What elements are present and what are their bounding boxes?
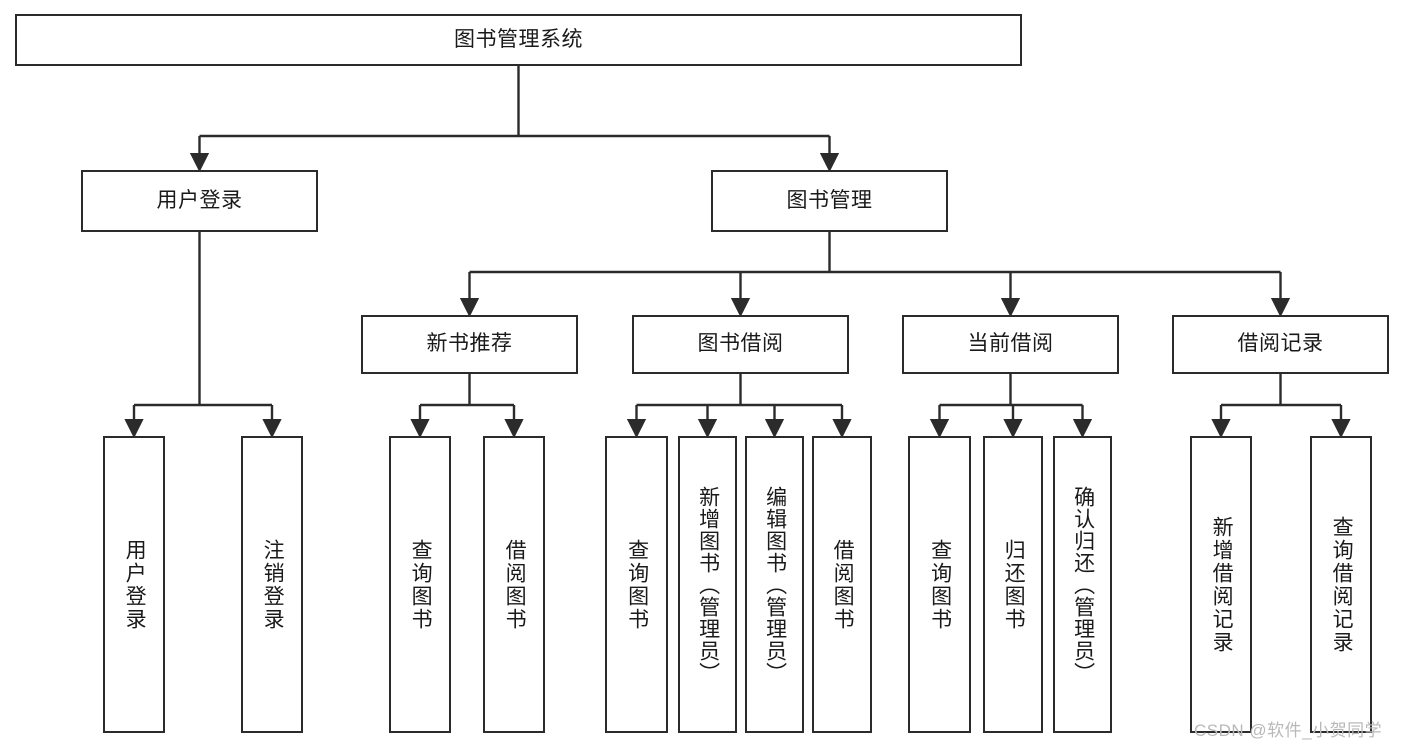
node-leaf-user-login[interactable]: 用户登录 <box>103 436 165 733</box>
node-label: 图书管理 <box>786 188 873 212</box>
node-label: 查询图书 <box>409 538 433 631</box>
node-leaf-return-book[interactable]: 归还图书 <box>983 436 1043 733</box>
node-leaf-query-book-3[interactable]: 查询图书 <box>908 436 971 733</box>
node-label: 查询图书 <box>928 538 952 631</box>
csdn-watermark: CSDN @软件_小贺同学 <box>1194 721 1383 740</box>
node-label: 图书借阅 <box>697 332 784 356</box>
node-leaf-query-record[interactable]: 查询借阅记录 <box>1310 436 1372 733</box>
node-label: 新增借阅记录 <box>1210 515 1234 654</box>
node-label: 查询借阅记录 <box>1330 515 1354 654</box>
node-label: 归还图书 <box>1002 538 1026 631</box>
node-label: 注销登录 <box>261 538 285 631</box>
node-label: 用户登录 <box>123 538 147 631</box>
node-label: 用户登录 <box>156 188 243 212</box>
node-label: 查询图书 <box>625 538 649 631</box>
node-leaf-add-record[interactable]: 新增借阅记录 <box>1190 436 1252 733</box>
node-new-book-rec[interactable]: 新书推荐 <box>361 315 578 374</box>
node-leaf-borrow-book-2[interactable]: 借阅图书 <box>812 436 872 733</box>
node-label: 当前借阅 <box>967 332 1054 356</box>
node-label: 确认归还（管理员） <box>1071 485 1095 684</box>
node-book-borrow[interactable]: 图书借阅 <box>632 315 849 374</box>
node-label: 借阅记录 <box>1237 332 1324 356</box>
node-book-manage[interactable]: 图书管理 <box>711 170 948 232</box>
node-leaf-query-book-1[interactable]: 查询图书 <box>389 436 451 733</box>
node-label: 新增图书（管理员） <box>696 485 720 684</box>
node-label: 借阅图书 <box>503 538 527 631</box>
node-user-login[interactable]: 用户登录 <box>81 170 318 232</box>
node-root[interactable]: 图书管理系统 <box>15 14 1022 66</box>
node-leaf-confirm-return[interactable]: 确认归还（管理员） <box>1053 436 1112 733</box>
node-leaf-borrow-book-1[interactable]: 借阅图书 <box>483 436 545 733</box>
node-leaf-add-book[interactable]: 新增图书（管理员） <box>678 436 737 733</box>
node-label: 图书管理系统 <box>454 27 583 51</box>
node-label: 编辑图书（管理员） <box>763 485 787 684</box>
node-label: 借阅图书 <box>831 538 855 631</box>
node-leaf-query-book-2[interactable]: 查询图书 <box>605 436 668 733</box>
node-current-borrow[interactable]: 当前借阅 <box>902 315 1119 374</box>
node-leaf-user-logout[interactable]: 注销登录 <box>241 436 303 733</box>
node-label: 新书推荐 <box>426 332 513 356</box>
node-leaf-edit-book[interactable]: 编辑图书（管理员） <box>745 436 804 733</box>
node-borrow-record[interactable]: 借阅记录 <box>1172 315 1389 374</box>
